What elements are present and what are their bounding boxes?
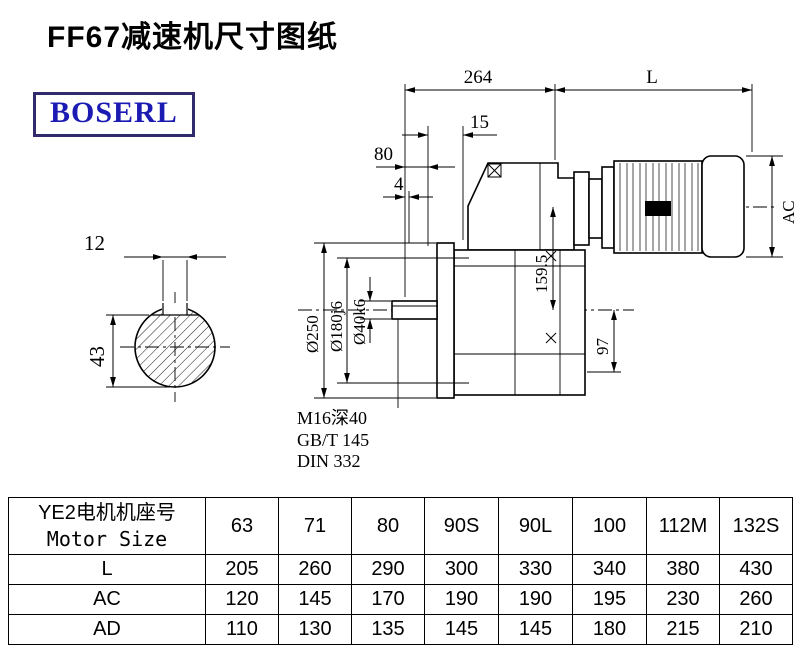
motor-size-header-cn: YE2电机机座号 [38, 502, 176, 524]
table-cell: 205 [205, 554, 279, 585]
gear-housing-body [453, 249, 586, 396]
standard-gbt-label: GB/T 145 [297, 430, 369, 450]
dim-43-label: 43 [85, 346, 109, 367]
table-col-header: 90S [424, 497, 499, 555]
table-cell: 170 [351, 584, 425, 615]
dia-180-label: Ø180j6 [327, 301, 346, 352]
table-cell: 290 [351, 554, 425, 585]
table-cell: 135 [351, 614, 425, 645]
table-cell: 300 [424, 554, 499, 585]
table-cell: 120 [205, 584, 279, 615]
table-row-label: L [8, 554, 206, 585]
table-cell: 330 [498, 554, 573, 585]
dim-15-label: 15 [470, 112, 489, 133]
dim-159-5-label: 159.5 [532, 255, 551, 293]
table-row-AD: AD 110 130 135 145 145 180 215 210 [8, 614, 793, 645]
output-flange [436, 242, 455, 399]
table-cell: 190 [498, 584, 573, 615]
table-col-header: 71 [278, 497, 352, 555]
shaft-end-view: 12 43 [84, 231, 230, 402]
motor-adapter-outer [573, 171, 590, 246]
dim-12-label: 12 [84, 231, 105, 255]
table-cell: 340 [572, 554, 647, 585]
table-row-AC: AC 120 145 170 190 190 195 230 260 [8, 584, 793, 615]
table-col-header: 63 [205, 497, 279, 555]
fan-cowl [701, 155, 745, 258]
table-cell: 145 [498, 614, 573, 645]
motor-end-shield [601, 166, 615, 249]
table-row-label: AC [8, 584, 206, 615]
dim-264-label: 264 [464, 67, 493, 88]
table-header-row: YE2电机机座号 Motor Size 63 71 80 90S 90L 100… [8, 497, 793, 555]
table-cell: 190 [424, 584, 499, 615]
dimensions: 264 L 15 80 4 Ø250 [297, 67, 798, 471]
table-col-header: 90L [498, 497, 573, 555]
keyway-slot [162, 303, 188, 315]
table-col-header: 100 [572, 497, 647, 555]
gearbox-side-view [298, 155, 778, 399]
dia-40-label: Ø40k6 [350, 299, 369, 345]
tap-note-label: M16深40 [297, 408, 367, 428]
table-cell: 210 [719, 614, 793, 645]
table-cell: 180 [572, 614, 647, 645]
table-col-header: 132S [719, 497, 793, 555]
dim-12-group: 12 [84, 231, 226, 301]
dimension-drawing: 12 43 [84, 67, 798, 471]
table-row-label: AD [8, 614, 206, 645]
dim-AC-label: AC [779, 200, 798, 224]
gear-housing-top [467, 162, 575, 251]
table-cell: 195 [572, 584, 647, 615]
table-cell: 380 [646, 554, 720, 585]
motor-adapter-inner [588, 178, 603, 239]
dia-250-label: Ø250 [303, 315, 322, 353]
table-cell: 215 [646, 614, 720, 645]
brand-logo: BOSERL [33, 92, 195, 137]
table-cell: 260 [719, 584, 793, 615]
table-cell: 260 [278, 554, 352, 585]
motor-size-table: YE2电机机座号 Motor Size 63 71 80 90S 90L 100… [8, 497, 793, 645]
motor-size-header-cell: YE2电机机座号 Motor Size [8, 497, 206, 555]
table-col-header: 80 [351, 497, 425, 555]
shaft-section-circle [134, 306, 216, 388]
table-cell: 145 [424, 614, 499, 645]
dim-4-label: 4 [394, 174, 404, 195]
table-cell: 130 [278, 614, 352, 645]
page-title: FF67减速机尺寸图纸 [47, 21, 339, 54]
dim-80-label: 80 [374, 144, 393, 165]
position-marker-box [487, 163, 502, 178]
dim-43-group: 43 [85, 314, 170, 388]
motor-size-header-en: Motor Size [46, 527, 168, 551]
table-col-header: 112M [646, 497, 720, 555]
output-shaft [391, 300, 438, 320]
standard-din-label: DIN 332 [297, 451, 361, 471]
table-row-L: L 205 260 290 300 330 340 380 430 [8, 554, 793, 585]
motor-nameplate [645, 201, 671, 216]
table-cell: 230 [646, 584, 720, 615]
table-cell: 145 [278, 584, 352, 615]
dim-L-label: L [646, 67, 658, 88]
table-cell: 430 [719, 554, 793, 585]
table-cell: 110 [205, 614, 279, 645]
dim-97-label: 97 [593, 338, 612, 356]
